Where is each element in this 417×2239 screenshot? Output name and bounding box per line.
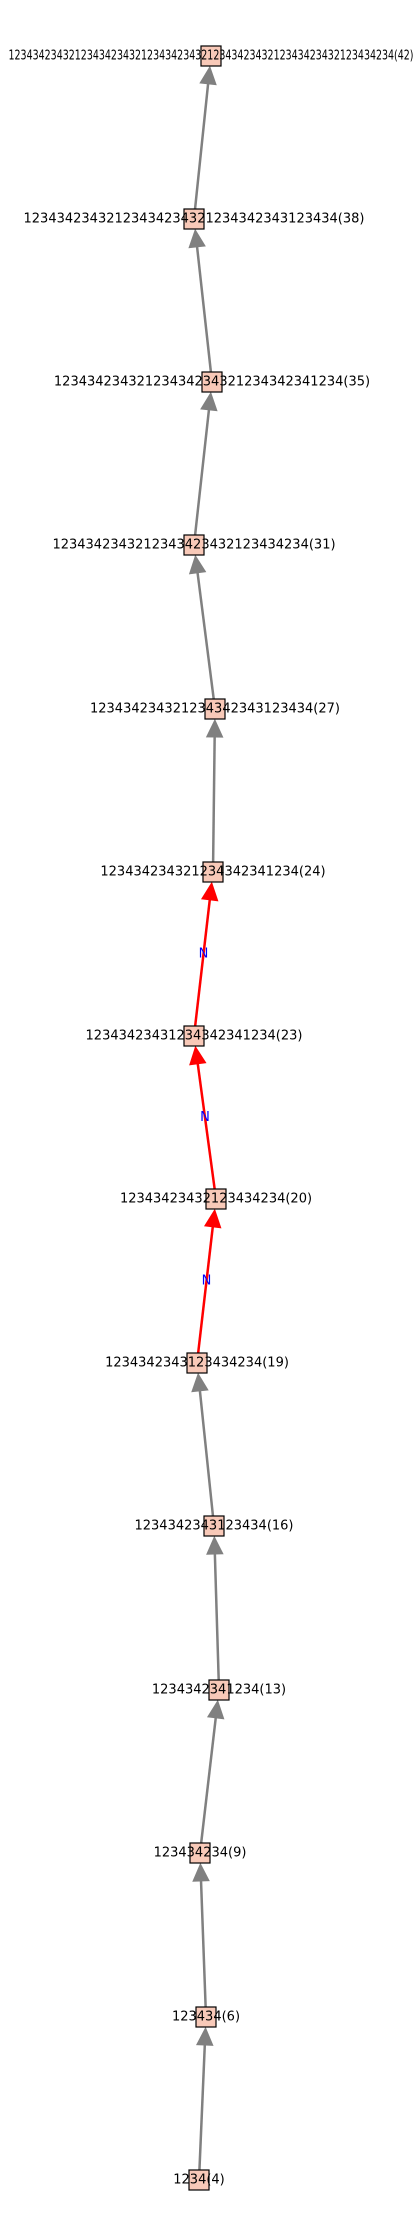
edge-line: [193, 899, 212, 1027]
arrowhead-icon: [192, 1862, 210, 1882]
edge: N: [193, 881, 219, 1027]
square-node-icon: [195, 2006, 217, 2028]
edge: N: [189, 1045, 216, 1190]
graph-node: 1234342343123434234(19): [105, 1352, 289, 1374]
edges-layer: N N N: [188, 65, 225, 2171]
node-label: 123434234321234342341234(24): [100, 865, 325, 880]
square-node-icon: [202, 861, 224, 883]
square-node-icon: [203, 1515, 225, 1537]
arrowhead-icon: [200, 391, 218, 412]
arrowhead-icon: [188, 554, 207, 575]
graph-node: 123434(6): [172, 2006, 240, 2028]
arrowhead-icon: [195, 2026, 214, 2046]
edge-label: N: [200, 1110, 210, 1125]
square-node-icon: [183, 1025, 205, 1047]
graph-node: 12343423432123434234321234342343123434(3…: [24, 208, 365, 230]
square-node-icon: [208, 1679, 230, 1701]
edge: [205, 718, 224, 863]
graph-node: 12343423431234342341234(23): [86, 1025, 303, 1047]
node-label: 12343423431234342341234(23): [86, 1029, 303, 1044]
edge: [195, 2026, 214, 2171]
arrowhead-icon: [199, 65, 217, 86]
square-node-icon: [200, 45, 222, 67]
arrowhead-icon: [206, 1699, 225, 1720]
arrowhead-icon: [205, 718, 224, 738]
edge-line: [198, 2044, 207, 2171]
node-label: 1234342343212343423432123434234(31): [52, 538, 335, 553]
node-label: 1234342343123434(16): [134, 1519, 293, 1534]
edge-line: [199, 1717, 217, 1844]
arrowhead-icon: [191, 1372, 209, 1393]
graph-node: 1234(4): [173, 2169, 225, 2191]
edge-line: [198, 1390, 215, 1517]
arrowhead-icon: [206, 1535, 224, 1555]
square-node-icon: [183, 208, 205, 230]
edge: [193, 65, 217, 210]
node-label: 1234342343123434234(19): [105, 1356, 289, 1371]
square-node-icon: [186, 1352, 208, 1374]
edge-line: [193, 409, 211, 536]
nodes-layer: 1234342343212343423432123434234321234342…: [9, 45, 414, 2191]
arrowhead-icon: [203, 1208, 222, 1229]
edge-line: [196, 1226, 215, 1354]
graph-node: 12343423432123434234(20): [120, 1188, 312, 1210]
arrowhead-icon: [188, 228, 206, 249]
square-node-icon: [204, 698, 226, 720]
node-label: 12343423432123434234(20): [120, 1192, 312, 1207]
graph-node: 1234342343123434(16): [134, 1515, 294, 1537]
edge-line: [196, 572, 215, 700]
edge: [199, 1699, 225, 1844]
edge-line: [211, 736, 216, 863]
edge: [206, 1535, 224, 1681]
graph-node: 123434234321234342341234(24): [100, 861, 326, 883]
square-node-icon: [188, 2169, 210, 2191]
node-label: 123434234321234342343123434(27): [90, 702, 340, 717]
node-label: 12343423432123434234321234342343123434(3…: [24, 212, 365, 227]
edge-line: [199, 1880, 207, 2008]
edge: [188, 554, 215, 700]
edge: [188, 228, 213, 373]
graph-node: 1234342341234(13): [152, 1679, 286, 1701]
edge: [193, 391, 218, 536]
square-node-icon: [183, 534, 205, 556]
graph-node: 123434234(9): [154, 1842, 247, 1864]
square-node-icon: [205, 1188, 227, 1210]
node-label: 123434(6): [172, 2010, 240, 2025]
arrowhead-icon: [200, 881, 219, 902]
edge-label: N: [199, 947, 209, 962]
square-node-icon: [189, 1842, 211, 1864]
node-label: 1234342341234(13): [152, 1683, 286, 1698]
graph-node: 1234342343212343423432123434234(31): [52, 534, 336, 556]
edge: [191, 1372, 215, 1517]
edge-line: [193, 83, 210, 210]
square-node-icon: [201, 371, 223, 393]
arrowhead-icon: [189, 1045, 207, 1066]
graph-node: 1234342343212343423432123434234321234342…: [9, 45, 414, 67]
edge-line: [195, 246, 213, 373]
node-label: 123434234(9): [154, 1846, 247, 1861]
graph-node: 12343423432123434234321234342341234(35): [54, 371, 370, 393]
node-label: 1234(4): [173, 2173, 225, 2188]
edge: N: [196, 1208, 222, 1354]
node-label: 1234342343212343423432123434234321234342…: [9, 49, 414, 64]
edge-label: N: [202, 1274, 212, 1289]
edge: [192, 1862, 210, 2008]
edge-line: [196, 1063, 216, 1190]
edge-line: [213, 1553, 220, 1681]
node-label: 12343423432123434234321234342341234(35): [54, 375, 370, 390]
graph-node: 123434234321234342343123434(27): [90, 698, 340, 720]
